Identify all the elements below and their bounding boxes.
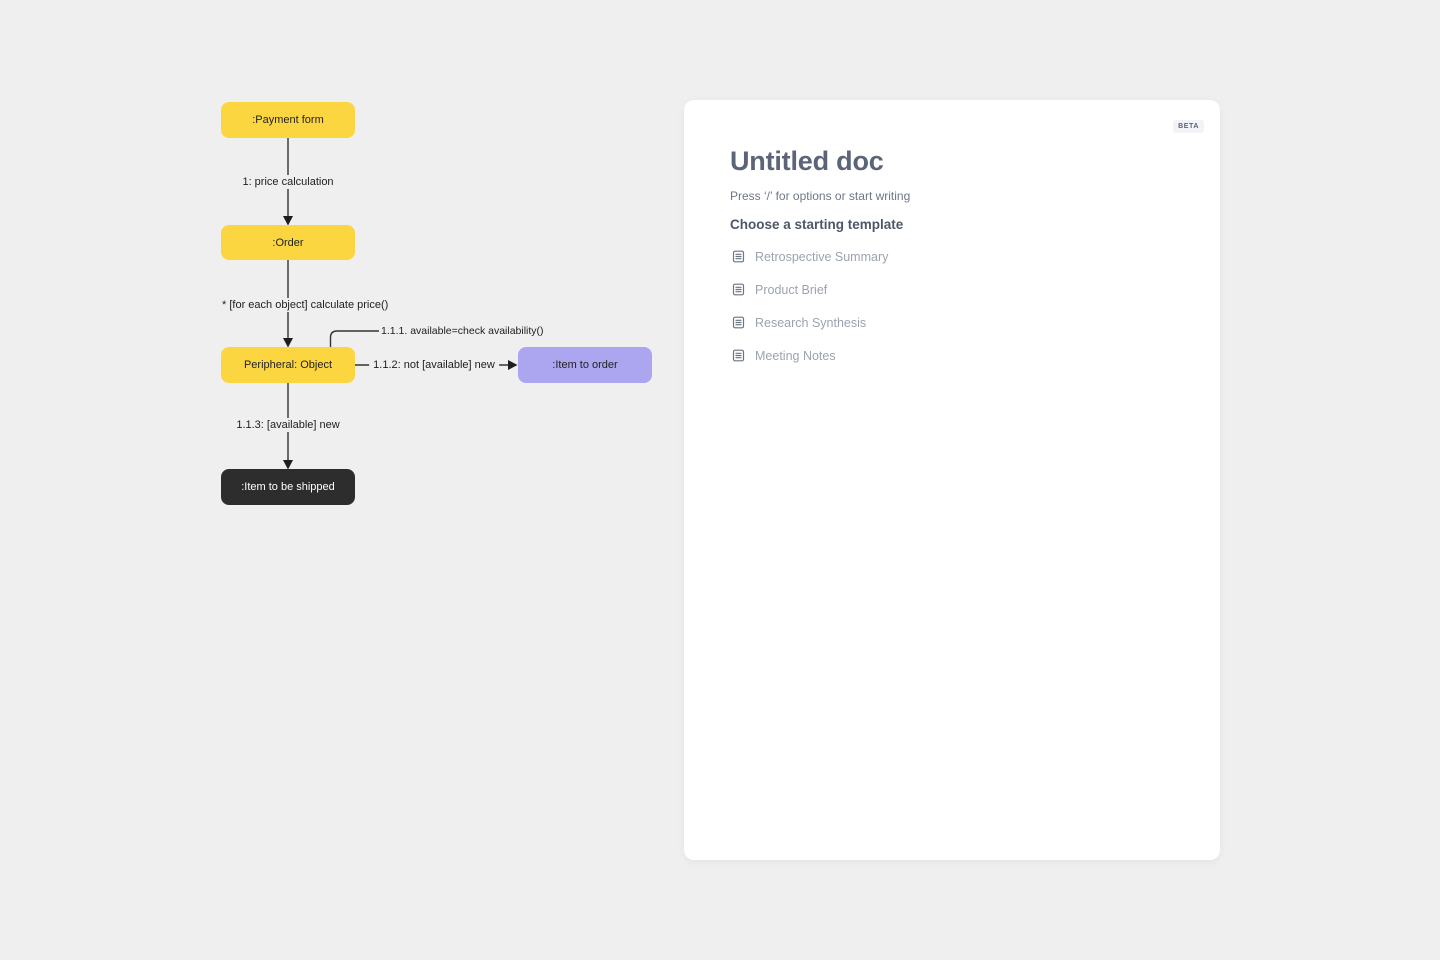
edge-label-available-new[interactable]: 1.1.3: [available] new	[232, 418, 344, 432]
node-label: Peripheral: Object	[243, 359, 333, 371]
template-label: Product Brief	[755, 282, 828, 297]
node-peripheral-object[interactable]: Peripheral: Object	[221, 347, 355, 383]
node-order[interactable]: :Order	[221, 225, 355, 260]
node-label: :Payment form	[252, 114, 324, 126]
document-icon	[730, 348, 746, 364]
edge-label-calculate-price[interactable]: * [for each object] calculate price()	[218, 298, 393, 312]
edge-self-check-availability	[329, 330, 380, 347]
template-item-meeting-notes[interactable]: Meeting Notes	[730, 339, 1174, 372]
arrowhead-down-icon	[283, 460, 293, 470]
editor-placeholder[interactable]: Press ‘/’ for options or start writing	[730, 189, 911, 203]
arrowhead-down-icon	[283, 338, 293, 348]
template-list: Retrospective Summary Product Brief	[730, 240, 1174, 372]
diagram-canvas[interactable]: :Payment form :Order Peripheral: Object …	[0, 0, 720, 560]
doc-title[interactable]: Untitled doc	[730, 146, 884, 176]
doc-editor[interactable]: Untitled doc Press ‘/’ for options or st…	[684, 100, 1220, 372]
template-item-research-synthesis[interactable]: Research Synthesis	[730, 306, 1174, 339]
templates-heading: Choose a starting template	[730, 217, 904, 232]
template-item-product-brief[interactable]: Product Brief	[730, 273, 1174, 306]
edge-label-check-availability[interactable]: 1.1.1. available=check availability()	[379, 325, 546, 337]
arrowhead-down-icon	[283, 216, 293, 226]
node-label: :Order	[272, 236, 304, 249]
document-icon	[730, 249, 746, 265]
template-item-retrospective-summary[interactable]: Retrospective Summary	[730, 240, 1174, 273]
edge-label-price-calculation[interactable]: 1: price calculation	[238, 175, 338, 189]
document-icon	[730, 282, 746, 298]
document-icon	[730, 315, 746, 331]
beta-badge: BETA	[1173, 120, 1204, 133]
edge-label-not-available-new[interactable]: 1.1.2: not [available] new	[369, 358, 499, 372]
template-label: Meeting Notes	[755, 348, 836, 363]
diagram-edges	[283, 138, 518, 470]
template-label: Research Synthesis	[755, 315, 867, 330]
doc-panel: BETA Untitled doc Press ‘/’ for options …	[684, 100, 1220, 860]
node-item-to-be-shipped[interactable]: :Item to be shipped	[221, 469, 355, 505]
node-label: :Item to order	[552, 359, 618, 371]
arrowhead-right-icon	[508, 360, 518, 370]
template-label: Retrospective Summary	[755, 249, 889, 264]
node-label: :Item to be shipped	[241, 481, 335, 493]
node-payment-form[interactable]: :Payment form	[221, 102, 355, 138]
node-item-to-order[interactable]: :Item to order	[518, 347, 652, 383]
